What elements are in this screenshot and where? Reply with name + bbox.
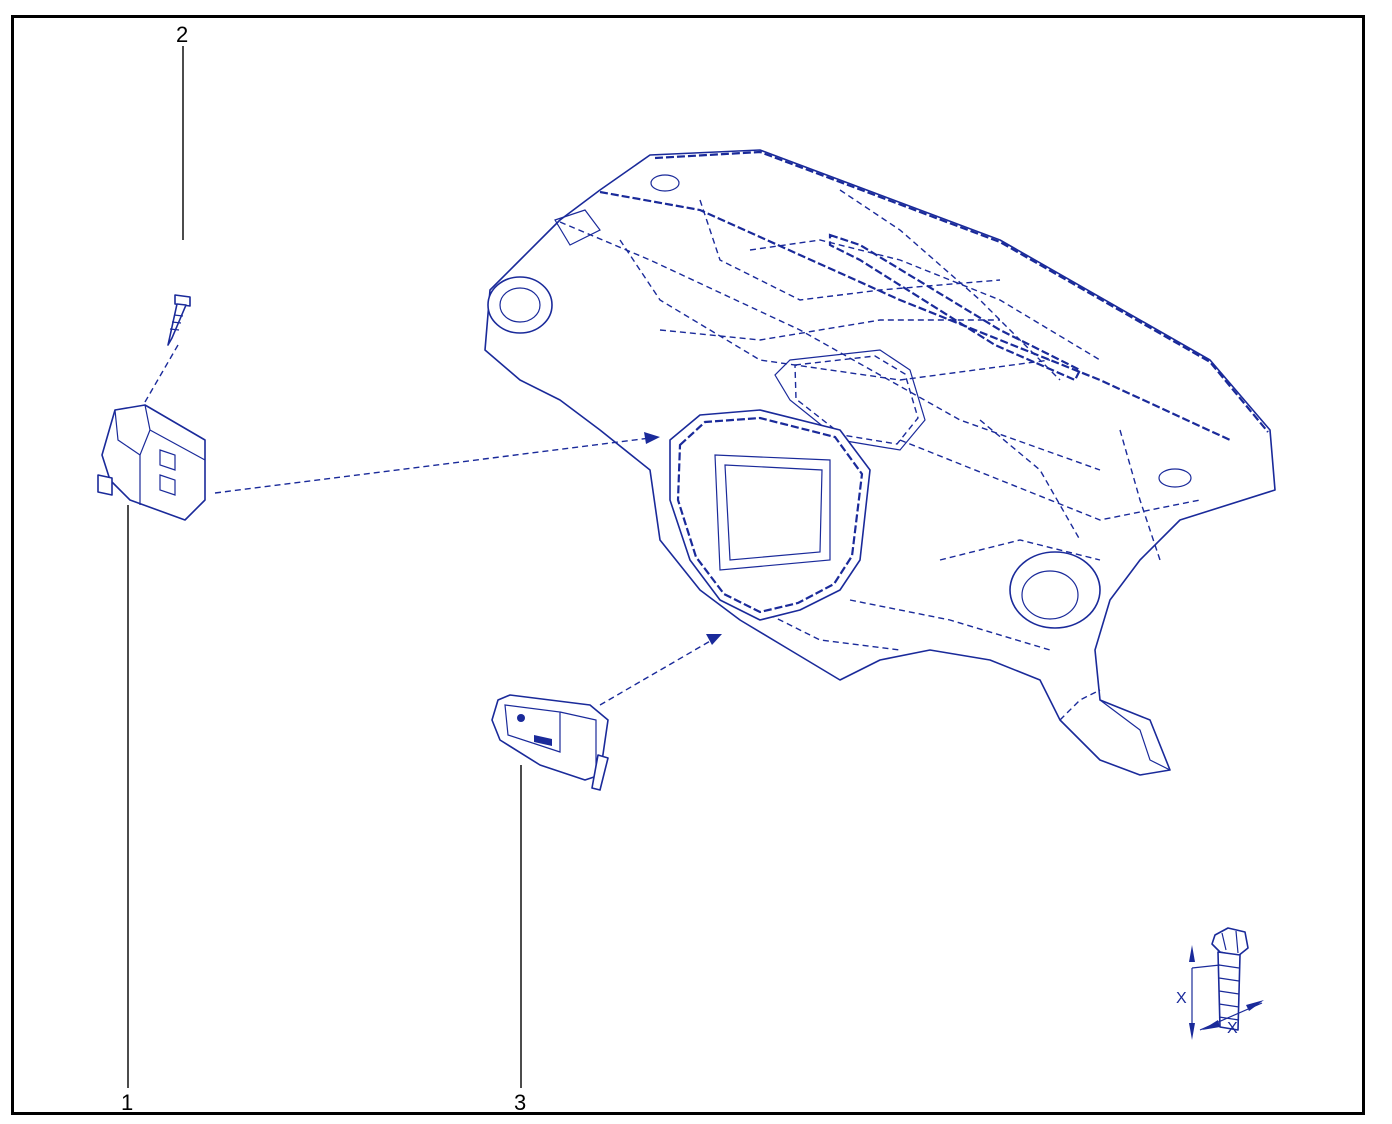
dimension-arrow-icon <box>1189 1023 1195 1040</box>
switch-module <box>97 404 206 521</box>
diagram-frame <box>11 15 1365 1115</box>
dimension-arrow-icon <box>1246 1000 1264 1011</box>
assembly-lines <box>144 344 722 706</box>
dimension-label-vertical: X <box>1176 990 1187 1007</box>
bolt-icon <box>1211 927 1249 1031</box>
dimension-label-diagonal: X <box>1227 1020 1238 1037</box>
screw <box>167 294 191 346</box>
dimension-arrow-icon <box>1202 1020 1220 1030</box>
dimension-arrow-icon <box>1189 945 1195 962</box>
dashboard-assembly <box>484 149 1276 776</box>
usb-socket <box>491 694 609 791</box>
callout-label-3: 3 <box>514 1090 526 1115</box>
callout-label-2: 2 <box>176 22 188 47</box>
callout-label-1: 1 <box>121 1090 133 1115</box>
torque-legend: X X <box>1176 927 1264 1040</box>
